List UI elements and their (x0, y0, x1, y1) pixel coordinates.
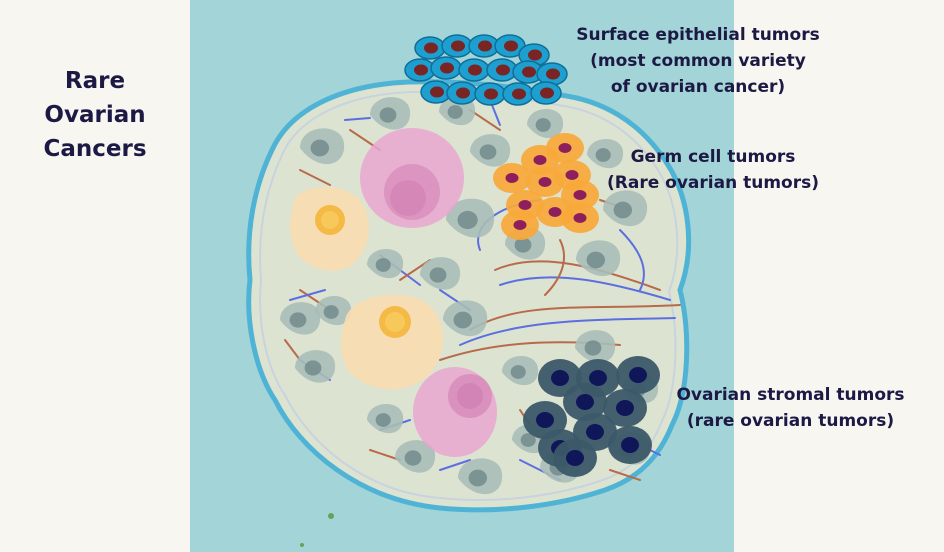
fiber-strand (289, 289, 326, 301)
germ-tumor-cell (561, 180, 599, 210)
epithelial-tumor-cell (530, 81, 562, 105)
page-title: Rare Ovarian Cancers (40, 64, 150, 166)
stromal-cell (443, 300, 488, 337)
epithelial-tumor-cell (474, 82, 506, 106)
stromal-cell (587, 138, 624, 169)
label-line: Germ cell tumors (630, 147, 796, 167)
fiber-strand (284, 339, 301, 361)
stromal-cell (603, 190, 648, 227)
follicle-cell-1 (290, 187, 369, 271)
stromal-cell (420, 257, 461, 290)
germ-cell-label: Germ cell tumors (Rare ovarian tumors) (598, 144, 828, 196)
epithelial-tumor-cell (494, 34, 526, 58)
stromal-cell (575, 330, 616, 363)
fiber-strand (619, 229, 645, 291)
label-line: of ovarian cancer) (610, 77, 786, 97)
title-line: Rare (64, 68, 126, 94)
follicle-cell-2 (341, 294, 444, 390)
germ-tumor-cell (493, 163, 531, 193)
dot-marker (300, 543, 304, 547)
label-line: Ovarian stromal tumors (676, 385, 905, 405)
stromal-cell (458, 458, 503, 495)
fiber-strand (459, 317, 676, 346)
stromal-tumor-cell (603, 389, 647, 427)
title-line: Cancers (43, 136, 147, 162)
ovary-inner-outline (259, 90, 679, 502)
stromal-cell (315, 295, 352, 326)
fiber-strand (469, 109, 501, 131)
fiber-strand (499, 276, 671, 301)
oocyte-cell-1 (360, 128, 464, 228)
fiber-strand (494, 260, 661, 291)
stromal-cell (527, 108, 564, 139)
epithelial-tumor-cell (441, 34, 473, 58)
stromal-tumor-cell (608, 426, 652, 464)
epithelial-tumor-cell (430, 56, 462, 80)
label-line: (most common variety (590, 51, 806, 71)
stromal-cell (367, 403, 404, 434)
title-line: Ovarian (44, 102, 146, 128)
epithelial-tumor-cell (446, 81, 478, 105)
label-line: (Rare ovarian tumors) (607, 173, 819, 193)
stromal-tumor-cell (553, 439, 597, 477)
germ-tumor-cell (501, 210, 539, 240)
stromal-cell (300, 128, 345, 165)
stromal-cell (502, 355, 539, 386)
germ-tumor-cell (526, 167, 564, 197)
stromal-tumor-cell (616, 356, 660, 394)
germ-cell-tumor-cluster (493, 133, 599, 240)
surface-epithelial-label: Surface epithelial tumors (most common v… (568, 22, 828, 100)
germ-tumor-cell (561, 203, 599, 233)
stromal-tumor-cell (563, 383, 607, 421)
label-line: Surface epithelial tumors (576, 25, 820, 45)
fiber-strand (344, 117, 371, 121)
epithelial-tumor-cell (536, 62, 568, 86)
fiber-strand (469, 304, 681, 331)
stromal-cell (446, 198, 495, 238)
ovarian-stromal-label: Ovarian stromal tumors (rare ovarian tum… (668, 382, 913, 434)
stromal-cell (295, 350, 336, 383)
fiber-strand (369, 449, 401, 461)
fiber-strand (544, 239, 565, 296)
stromal-cell (395, 440, 436, 473)
surface-epithelial-tumor-cluster (404, 34, 568, 106)
stromal-cell (370, 97, 411, 130)
fiber-strand (609, 469, 641, 481)
oocyte-cell-2 (413, 367, 497, 457)
stromal-cell (280, 302, 321, 335)
epithelial-tumor-cell (414, 36, 446, 60)
label-line: (rare ovarian tumors) (686, 411, 895, 431)
stromal-cell (470, 134, 511, 167)
fiber-strand (299, 169, 331, 186)
epithelial-tumor-cell (502, 82, 534, 106)
dot-marker (328, 513, 334, 519)
fiber-strand (439, 459, 471, 471)
stromal-cell (576, 240, 621, 277)
epithelial-tumor-cell (404, 58, 436, 82)
epithelial-tumor-cell (458, 58, 490, 82)
ovarian-stromal-tumor-cluster (523, 356, 660, 477)
stromal-cell (367, 248, 404, 279)
